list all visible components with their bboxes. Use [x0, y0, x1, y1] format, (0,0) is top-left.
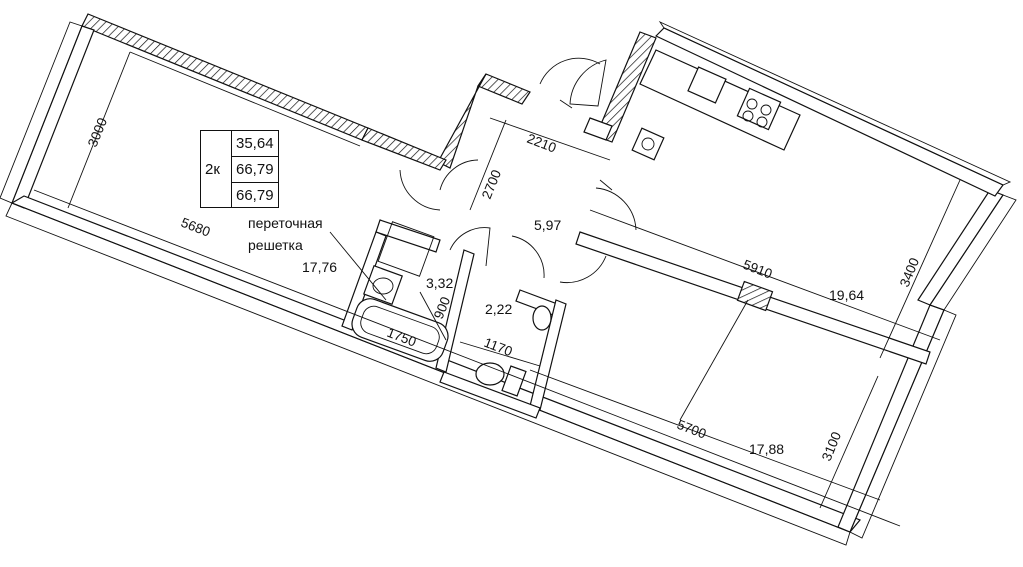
total-area-2: 66,79	[236, 186, 274, 204]
dim-5700: 5700	[675, 417, 708, 442]
living-area-cell: 35,64	[231, 130, 279, 157]
area-living-2: 17,88	[749, 441, 784, 457]
living-area: 35,64	[236, 135, 274, 152]
entrance-marks	[559, 99, 613, 191]
dimension-lines	[33, 51, 961, 527]
total-area-2-cell: 66,79	[231, 182, 279, 208]
rooms-count: 2к	[205, 160, 220, 178]
area-toilet: 2,22	[485, 301, 512, 317]
dim-3100: 3100	[819, 430, 844, 463]
area-summary-table: 2к 35,64 66,79 66,79	[200, 130, 328, 208]
rooms-count-cell: 2к	[200, 130, 232, 208]
area-kitchen: 19,64	[829, 287, 864, 303]
dim-2700: 2700	[479, 168, 504, 201]
fixtures	[351, 49, 801, 397]
dim-5680: 5680	[179, 215, 212, 240]
dim-3000: 3000	[85, 116, 110, 149]
area-bathroom: 3,32	[426, 275, 453, 291]
area-living-1: 17,76	[302, 259, 337, 275]
grille-annotation: переточная решетка	[248, 215, 387, 301]
total-area-cell: 66,79	[231, 156, 279, 183]
partitions	[341, 219, 931, 419]
dim-5910: 5910	[741, 257, 774, 282]
dim-1170: 1170	[482, 335, 514, 359]
grille-label-line1: переточная	[248, 215, 323, 231]
total-area: 66,79	[236, 161, 274, 178]
room-areas: 17,76 19,64 17,88 5,97 3,32 2,22	[302, 217, 864, 457]
doors	[399, 57, 637, 283]
area-hall: 5,97	[534, 217, 561, 233]
dim-2210: 2210	[525, 131, 558, 156]
grille-label-line2: решетка	[248, 237, 303, 253]
outer-walls	[0, 13, 1017, 546]
